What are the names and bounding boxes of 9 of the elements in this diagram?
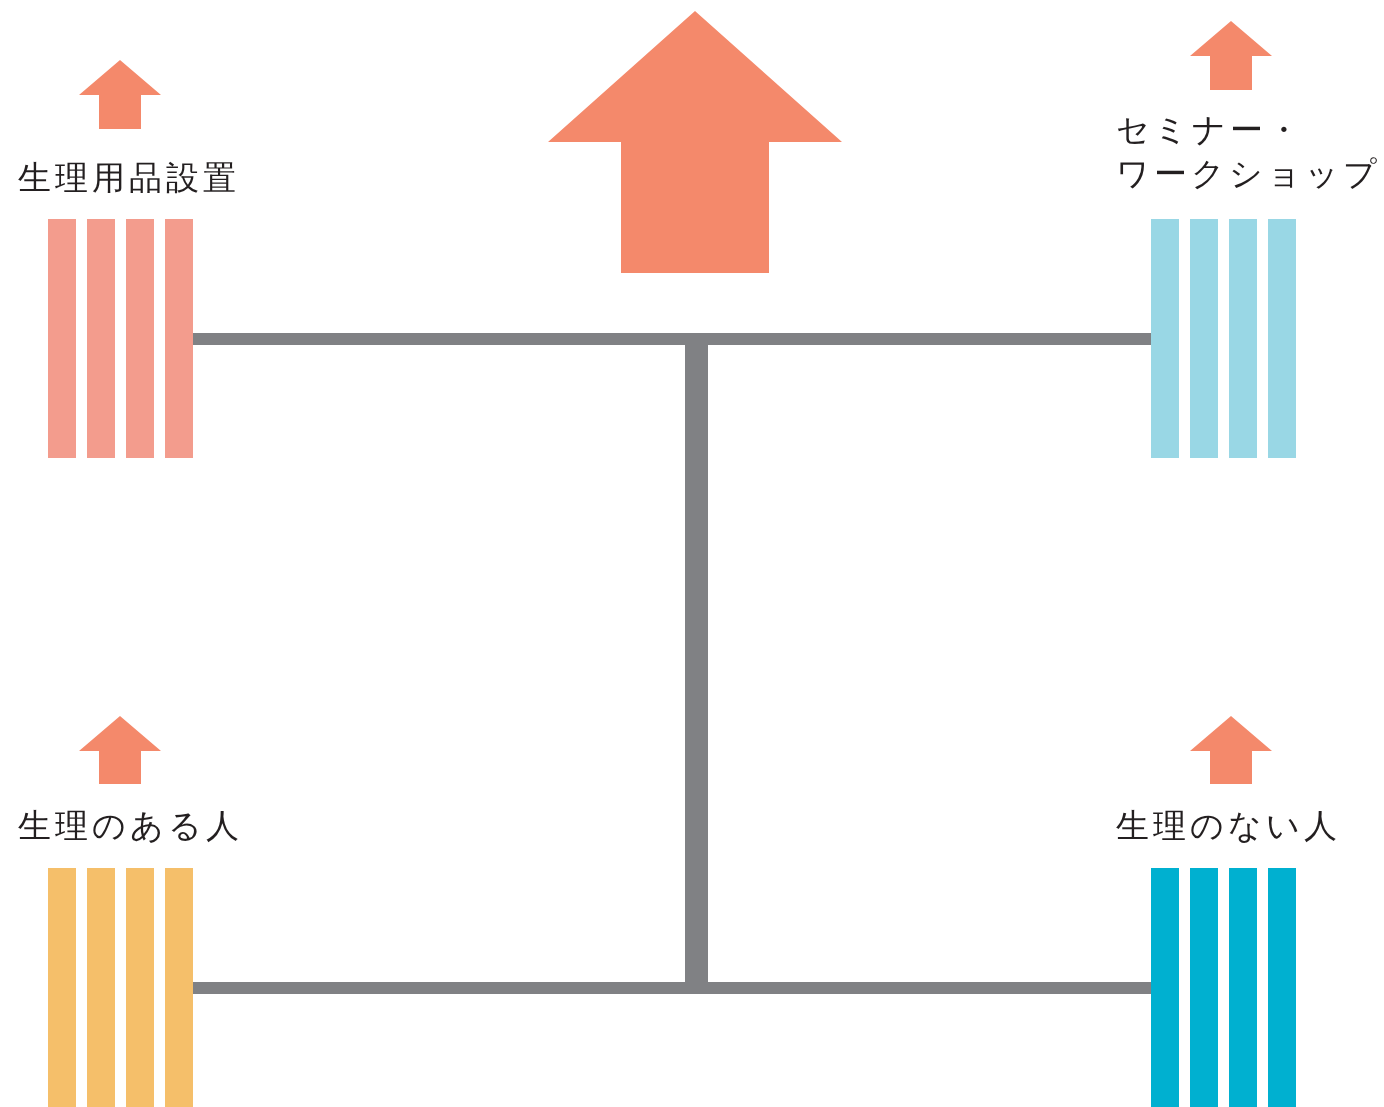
group-label: 生理のある人 [18,805,244,847]
connector-line [193,982,685,994]
connector-line [193,333,685,345]
group-label: セミナー・ワークショップ [1116,109,1382,195]
group-label: 生理用品設置 [18,157,241,199]
vertical-crossbar [685,333,708,994]
group-label: 生理のない人 [1116,805,1342,847]
connector-line [708,333,1151,345]
connector-line [708,982,1151,994]
